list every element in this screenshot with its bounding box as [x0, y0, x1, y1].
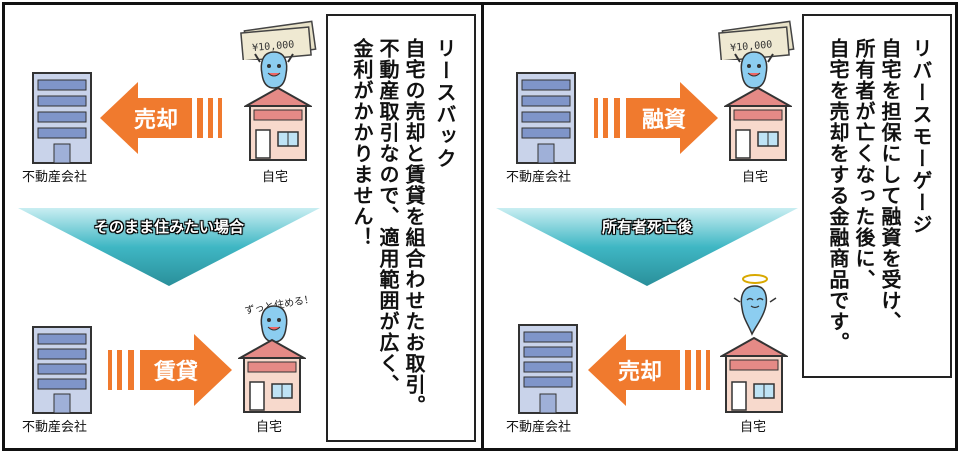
left-description-line-1: 自宅の売却と賃貸を組合わせたお取引。	[402, 38, 426, 416]
bottom-arrow-label: 売却	[617, 360, 662, 385]
home-label-top: 自宅	[742, 170, 769, 185]
character-icon	[734, 51, 774, 89]
building-icon	[518, 324, 578, 414]
right-description-line-2: 所有者が亡くなった後に、	[852, 38, 876, 290]
right-description-line-3: 自宅を売却をする金融商品です。	[826, 38, 850, 353]
ghost-icon	[733, 274, 777, 336]
money-icon: ¥10,000	[718, 20, 795, 60]
rent-arrow-right	[108, 334, 232, 406]
banner-label: そのまま住みたい場合	[93, 218, 244, 236]
top-arrow-label: 売却	[133, 108, 178, 133]
banner-triangle	[18, 208, 320, 286]
sell-arrow-left	[588, 334, 710, 406]
sell-arrow-left	[100, 82, 222, 154]
house-icon	[720, 336, 788, 413]
right-text-box: リバースモーゲージ 自宅を担保にして融資を受け、 所有者が亡くなった後に、 自宅…	[802, 14, 952, 378]
banner-triangle	[496, 208, 798, 286]
right-description-line-1: 自宅を担保にして融資を受け、	[878, 38, 902, 332]
left-description-line-2: 不動産取引なので、適用範囲が広く、	[376, 38, 400, 395]
home-label-top: 自宅	[262, 170, 289, 185]
left-title: リースバック	[433, 38, 457, 170]
company-label-bottom: 不動産会社	[22, 420, 88, 435]
house-icon	[724, 86, 792, 161]
banner-label: 所有者死亡後	[601, 218, 692, 236]
building-icon	[32, 326, 92, 414]
money-text: ¥10,000	[252, 39, 295, 54]
left-description-line-3: 金利がかかりません！	[350, 38, 374, 248]
money-icon: ¥10,000	[240, 20, 317, 60]
panel-divider	[481, 2, 484, 451]
company-label-top: 不動産会社	[506, 170, 572, 185]
building-icon	[516, 72, 576, 164]
loan-arrow-right	[594, 82, 718, 154]
home-label-bottom: 自宅	[740, 420, 767, 435]
company-label-bottom: 不動産会社	[506, 420, 572, 435]
company-label-top: 不動産会社	[22, 170, 88, 185]
character-icon	[254, 51, 294, 89]
top-arrow-label: 融資	[641, 108, 686, 133]
bottom-arrow-label: 賃貸	[153, 360, 198, 385]
house-icon	[244, 86, 312, 161]
house-icon	[238, 338, 306, 413]
left-text-box: リースバック 自宅の売却と賃貸を組合わせたお取引。 不動産取引なので、適用範囲が…	[326, 14, 476, 442]
building-icon	[32, 72, 92, 164]
home-label-bottom: 自宅	[256, 420, 283, 435]
money-text: ¥10,000	[730, 39, 773, 54]
right-title: リバースモーゲージ	[909, 38, 933, 236]
